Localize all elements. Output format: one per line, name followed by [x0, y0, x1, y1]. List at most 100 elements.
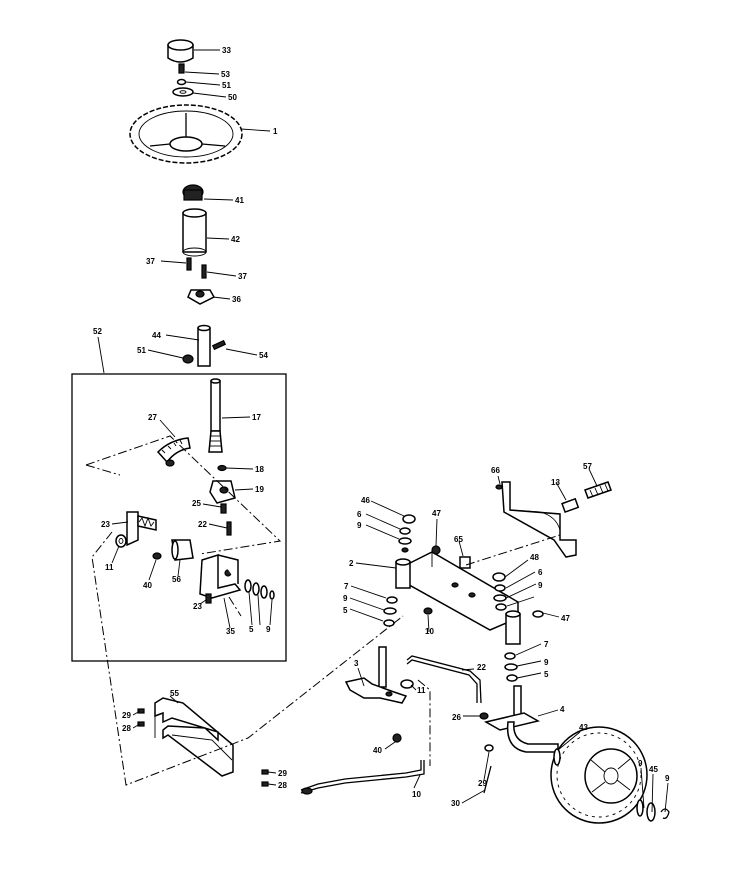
steering-shaft — [208, 378, 223, 453]
grease-fitting-47-lower — [532, 610, 544, 618]
label-18: 18 — [255, 465, 264, 474]
label-29-right: 29 — [478, 779, 487, 788]
pinion-housing — [209, 480, 236, 504]
label-50: 50 — [228, 93, 237, 102]
steering-wheel-cap — [167, 39, 194, 63]
grease-fitting-47-upper — [431, 545, 441, 555]
label-66: 66 — [491, 466, 500, 475]
label-51-top: 51 — [222, 81, 231, 90]
leaders-column — [97, 49, 271, 374]
label-9-left-lower: 9 — [343, 594, 348, 603]
cap-bolt — [178, 63, 185, 74]
label-55: 55 — [170, 689, 179, 698]
spring-23 — [138, 516, 155, 528]
label-9-right-upper: 9 — [538, 581, 543, 590]
washer-stack-left-lower — [383, 596, 398, 627]
axle-bracket-66 — [495, 481, 577, 558]
label-40-left: 40 — [143, 581, 152, 590]
label-44: 44 — [152, 331, 161, 340]
label-41: 41 — [235, 196, 244, 205]
washer-stack-right-upper — [493, 584, 507, 611]
drag-link-22 — [406, 655, 482, 704]
label-4: 4 — [560, 705, 565, 714]
label-47-lower: 47 — [561, 614, 570, 623]
label-46-left: 46 — [361, 496, 370, 505]
cap-46-right — [492, 572, 506, 582]
label-33: 33 — [222, 46, 231, 55]
label-23-lower: 23 — [193, 602, 202, 611]
label-9-box: 9 — [266, 625, 271, 634]
bushing-65 — [459, 556, 471, 569]
lower-mount-bracket-55 — [154, 697, 234, 777]
label-5-right: 5 — [544, 670, 549, 679]
spindle-right-4 — [483, 685, 559, 753]
label-54: 54 — [259, 351, 268, 360]
sector-gear — [156, 437, 191, 467]
bolt-57 — [584, 481, 612, 499]
label-7-right: 7 — [544, 640, 549, 649]
label-52: 52 — [93, 327, 102, 336]
label-10-axle: 10 — [425, 627, 434, 636]
bolt-10-axle — [423, 607, 433, 615]
flat-washer — [172, 87, 194, 97]
axle-pivot-tube-right — [505, 610, 521, 645]
bolt-25 — [220, 503, 227, 514]
steering-column-bracket — [187, 289, 216, 305]
label-19: 19 — [255, 485, 264, 494]
label-42: 42 — [231, 235, 240, 244]
spindle-left-3 — [344, 646, 408, 704]
steering-wheel — [129, 104, 243, 164]
shaft-washer-18 — [217, 464, 227, 472]
washer-stack-right-lower — [504, 652, 518, 682]
bushing-56 — [171, 539, 194, 561]
label-1: 1 — [273, 127, 278, 136]
label-57: 57 — [583, 462, 592, 471]
label-35: 35 — [226, 627, 235, 636]
label-11-left: 11 — [105, 563, 114, 572]
tie-rod-10 — [300, 760, 425, 795]
assembly-centerlines — [85, 435, 561, 786]
label-6-right: 6 — [538, 568, 543, 577]
part-labels: 33 53 51 50 1 41 42 37 37 36 44 54 51 52… — [93, 46, 670, 808]
front-wheel — [550, 726, 648, 824]
label-5-box: 5 — [249, 625, 254, 634]
label-9-right-lower: 9 — [544, 658, 549, 667]
label-2: 2 — [349, 559, 354, 568]
steering-adapter — [182, 184, 204, 201]
nut-51 — [182, 354, 194, 364]
label-27: 27 — [148, 413, 157, 422]
wheel-washers-9-45 — [636, 799, 670, 822]
label-45: 45 — [649, 765, 658, 774]
leaders-right — [132, 468, 669, 813]
label-9-wheel-right: 9 — [665, 774, 670, 783]
label-46-right: 48 — [530, 553, 539, 562]
bolt-28-left — [137, 721, 145, 727]
steering-bellows — [182, 208, 207, 257]
label-22-right: 22 — [477, 663, 486, 672]
lock-washer — [176, 78, 187, 86]
bolt-28-lower — [261, 781, 269, 787]
label-7-left: 7 — [344, 582, 349, 591]
label-9-wheel-left: 9 — [638, 759, 643, 768]
upper-bracket — [126, 511, 157, 547]
bolt-23-lower — [205, 593, 212, 604]
label-43: 43 — [579, 723, 588, 732]
label-3: 3 — [354, 659, 359, 668]
label-51-mid: 51 — [137, 346, 146, 355]
label-5-left: 5 — [343, 606, 348, 615]
label-23-upper: 23 — [101, 520, 110, 529]
label-30: 30 — [451, 799, 460, 808]
label-29-left: 29 — [122, 711, 131, 720]
bolt-54 — [211, 339, 227, 351]
label-13: 13 — [551, 478, 560, 487]
lower-bracket — [199, 553, 242, 599]
washer-29-right — [484, 744, 494, 752]
washer-11-right — [400, 679, 414, 689]
bolt-26 — [479, 712, 489, 720]
bolt-22 — [226, 521, 232, 536]
leaders-box — [111, 416, 273, 629]
label-11-right: 11 — [417, 686, 426, 695]
label-40-right: 40 — [373, 746, 382, 755]
bolt-37-left — [186, 257, 192, 271]
label-22-box: 22 — [198, 520, 207, 529]
